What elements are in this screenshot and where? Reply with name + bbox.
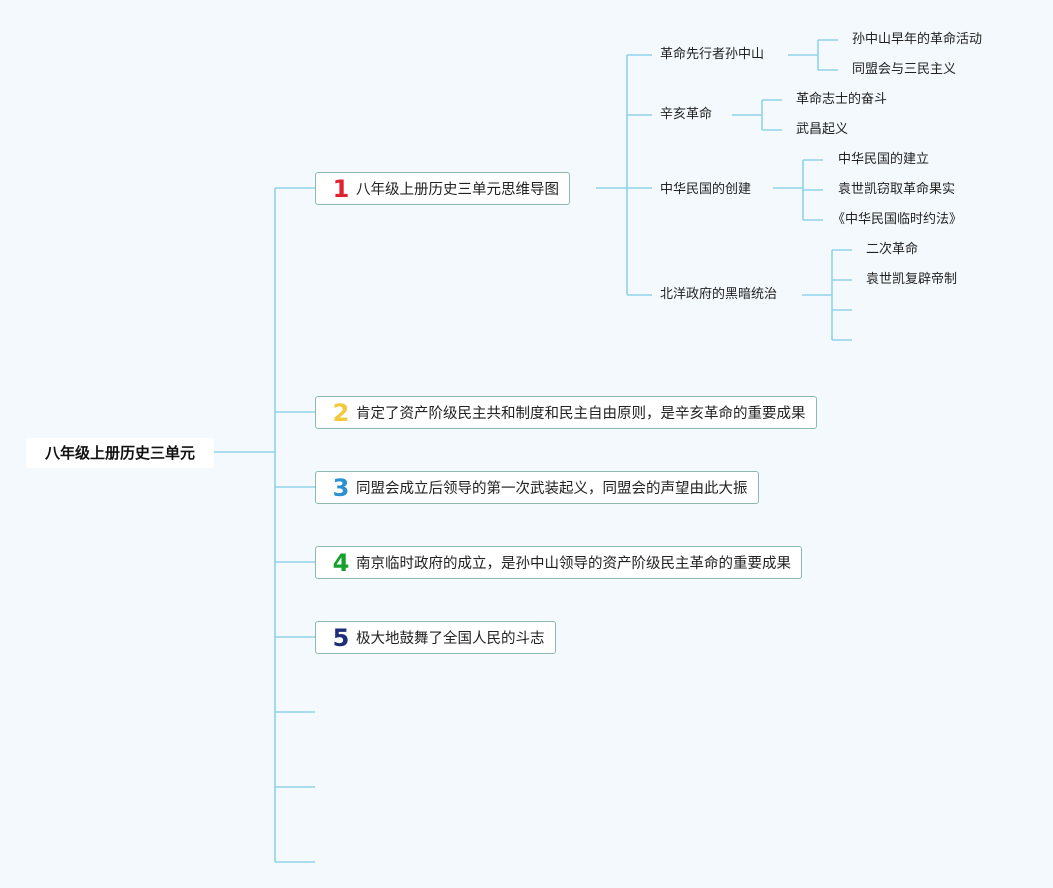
subtopic-2-2[interactable]: 武昌起义 <box>796 122 849 137</box>
subtopic-1-2[interactable]: 同盟会与三民主义 <box>852 62 957 77</box>
topic-3[interactable]: 中华民国的创建 <box>660 182 752 197</box>
branch-label-4: 南京临时政府的成立，是孙中山领导的资产阶级民主革命的重要成果 <box>356 556 791 572</box>
topic-2[interactable]: 辛亥革命 <box>660 107 713 122</box>
subtopic-4-1[interactable]: 二次革命 <box>866 242 919 257</box>
branch-label-1: 八年级上册历史三单元思维导图 <box>356 182 559 198</box>
subtopic-3-3[interactable]: 《中华民国临时约法》 <box>832 212 963 227</box>
branch-3[interactable]: 3 同盟会成立后领导的第一次武装起义，同盟会的声望由此大振 <box>315 471 759 504</box>
branch-label-3: 同盟会成立后领导的第一次武装起义，同盟会的声望由此大振 <box>356 481 748 497</box>
branch-number-2: 2 <box>332 398 350 427</box>
branch-number-4: 4 <box>332 548 350 577</box>
subtopic-4-2[interactable]: 袁世凯复辟帝制 <box>866 272 958 287</box>
topic-1[interactable]: 革命先行者孙中山 <box>660 47 765 62</box>
branch-label-5: 极大地鼓舞了全国人民的斗志 <box>356 631 545 647</box>
branch-number-3: 3 <box>332 473 350 502</box>
topic-4[interactable]: 北洋政府的黑暗统治 <box>660 287 778 302</box>
subtopic-3-1[interactable]: 中华民国的建立 <box>838 152 930 167</box>
branch-number-1: 1 <box>332 174 350 203</box>
root-node[interactable]: 八年级上册历史三单元 <box>26 438 214 468</box>
branch-4[interactable]: 4 南京临时政府的成立，是孙中山领导的资产阶级民主革命的重要成果 <box>315 546 802 579</box>
branch-label-2: 肯定了资产阶级民主共和制度和民主自由原则，是辛亥革命的重要成果 <box>356 406 806 422</box>
subtopic-3-2[interactable]: 袁世凯窃取革命果实 <box>838 182 956 197</box>
subtopic-1-1[interactable]: 孙中山早年的革命活动 <box>852 32 983 47</box>
branch-2[interactable]: 2 肯定了资产阶级民主共和制度和民主自由原则，是辛亥革命的重要成果 <box>315 396 817 429</box>
branch-number-5: 5 <box>332 623 350 652</box>
branch-1[interactable]: 1 八年级上册历史三单元思维导图 <box>315 172 570 205</box>
subtopic-2-1[interactable]: 革命志士的奋斗 <box>796 92 888 107</box>
branch-5[interactable]: 5 极大地鼓舞了全国人民的斗志 <box>315 621 556 654</box>
